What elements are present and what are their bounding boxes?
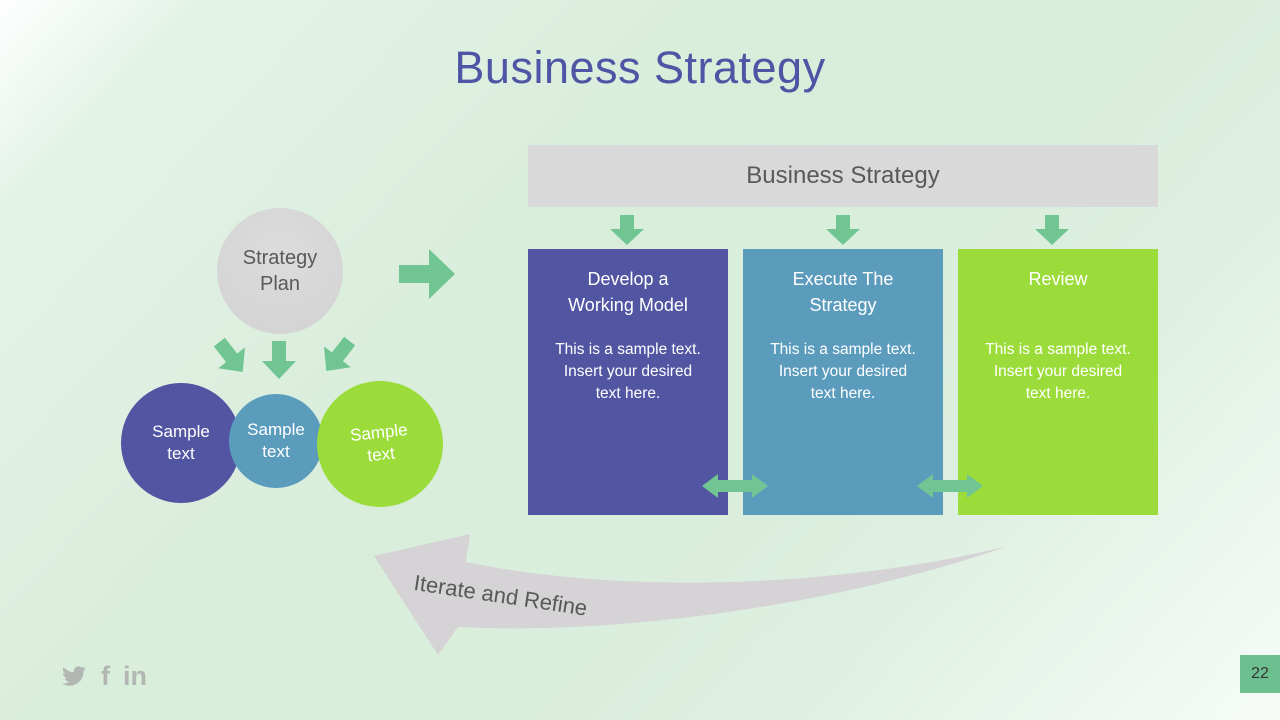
box-body: This is a sample text. Insert your desir… bbox=[770, 341, 916, 402]
page-number-badge: 22 bbox=[1240, 655, 1280, 693]
strategy-plan-label: Strategy Plan bbox=[242, 247, 318, 295]
circle-label: Sample text bbox=[152, 422, 210, 463]
sample-circle-green: Sample text bbox=[317, 381, 443, 507]
circle-label: Sample text bbox=[349, 420, 409, 466]
sample-circle-blue: Sample text bbox=[229, 394, 323, 488]
box-body: This is a sample text. Insert your desir… bbox=[555, 341, 701, 402]
down-arrow-icon bbox=[826, 215, 860, 245]
page-title: Business Strategy bbox=[454, 42, 826, 93]
box-title: Review bbox=[1028, 269, 1088, 289]
box-body: This is a sample text. Insert your desir… bbox=[985, 341, 1131, 402]
double-arrow-icon bbox=[702, 474, 768, 498]
down-arrow-icon bbox=[610, 215, 644, 245]
linkedin-icon[interactable]: in bbox=[123, 661, 147, 691]
down-left-arrow-icon bbox=[213, 337, 246, 372]
circle-label: Sample text bbox=[247, 420, 305, 461]
strategy-box-execute: Execute The Strategy This is a sample te… bbox=[743, 249, 943, 515]
facebook-icon[interactable]: f bbox=[101, 661, 110, 691]
strategy-plan-circle: Strategy Plan bbox=[217, 208, 343, 334]
page-number: 22 bbox=[1251, 665, 1269, 682]
business-strategy-header-bar: Business Strategy bbox=[528, 145, 1158, 207]
down-arrow-icon bbox=[1035, 215, 1069, 245]
header-bar-label: Business Strategy bbox=[746, 162, 940, 189]
box-title: Develop a Working Model bbox=[568, 269, 688, 315]
strategy-box-develop: Develop a Working Model This is a sample… bbox=[528, 249, 728, 515]
iterate-refine-label: Iterate and Refine bbox=[412, 570, 589, 621]
down-right-arrow-icon bbox=[323, 336, 356, 371]
right-arrow-icon bbox=[399, 249, 455, 299]
double-arrow-icon bbox=[917, 474, 983, 498]
social-links: f in bbox=[60, 662, 147, 690]
box-title: Execute The Strategy bbox=[792, 269, 894, 315]
strategy-box-review: Review This is a sample text. Insert you… bbox=[958, 249, 1158, 515]
twitter-icon[interactable] bbox=[60, 664, 88, 688]
down-arrow-icon bbox=[262, 341, 296, 379]
sample-circle-purple: Sample text bbox=[121, 383, 241, 503]
